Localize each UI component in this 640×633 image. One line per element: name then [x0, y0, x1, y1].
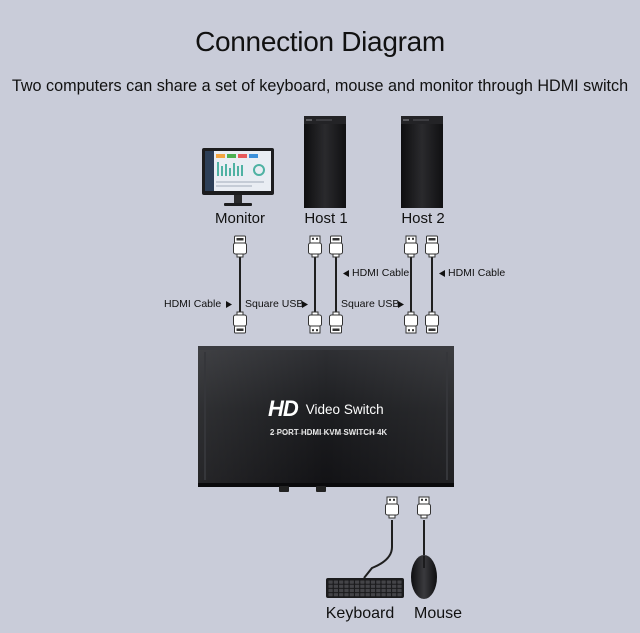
host2-hdmi-cable-label: HDMI Cable — [448, 267, 506, 279]
hdmi-plug-icon — [425, 235, 439, 258]
hdmi-plug-icon — [329, 311, 343, 334]
mouse-label: Mouse — [413, 605, 463, 622]
host1-hdmi-cable-label: HDMI Cable — [352, 267, 410, 279]
usb-plug-icon — [385, 496, 399, 519]
arrow-icon — [226, 301, 232, 308]
kvm-switch-box — [198, 346, 454, 492]
arrow-icon — [439, 270, 445, 277]
monitor-icon — [202, 148, 274, 206]
host2-usb-cable-label: Square USB — [341, 298, 400, 310]
host2-label: Host 2 — [401, 210, 445, 227]
switch-brand: HD Video Switch — [268, 398, 384, 420]
keyboard-label: Keyboard — [325, 605, 395, 622]
page-title: Connection Diagram — [195, 26, 445, 57]
host1-usb-cable-label: Square USB — [245, 298, 304, 310]
page-subtitle: Two computers can share a set of keyboar… — [11, 77, 629, 95]
keyboard-icon — [326, 578, 404, 598]
monitor-hdmi-cable-label: HDMI Cable — [164, 298, 222, 310]
hdmi-plug-icon — [329, 235, 343, 258]
usb-plug-icon — [404, 235, 418, 258]
usb-plug-icon — [308, 235, 322, 258]
hd-logo: HD — [268, 396, 299, 421]
usb-plug-icon — [417, 496, 431, 519]
arrow-icon — [343, 270, 349, 277]
host2-pc-tower-icon — [401, 116, 443, 208]
usb-plug-icon — [308, 311, 322, 334]
mouse-icon — [411, 555, 437, 599]
arrow-icon — [398, 301, 404, 308]
hdmi-plug-icon — [425, 311, 439, 334]
usb-plug-icon — [404, 311, 418, 334]
host1-label: Host 1 — [304, 210, 348, 227]
hdmi-plug-icon — [233, 311, 247, 334]
hdmi-plug-icon — [233, 235, 247, 258]
arrow-icon — [302, 301, 308, 308]
switch-name: Video Switch — [305, 401, 384, 417]
host1-pc-tower-icon — [304, 116, 346, 208]
cables — [239, 256, 433, 579]
monitor-label: Monitor — [214, 210, 266, 227]
switch-model: 2 PORT HDMI KVM SWITCH 4K — [270, 428, 388, 437]
